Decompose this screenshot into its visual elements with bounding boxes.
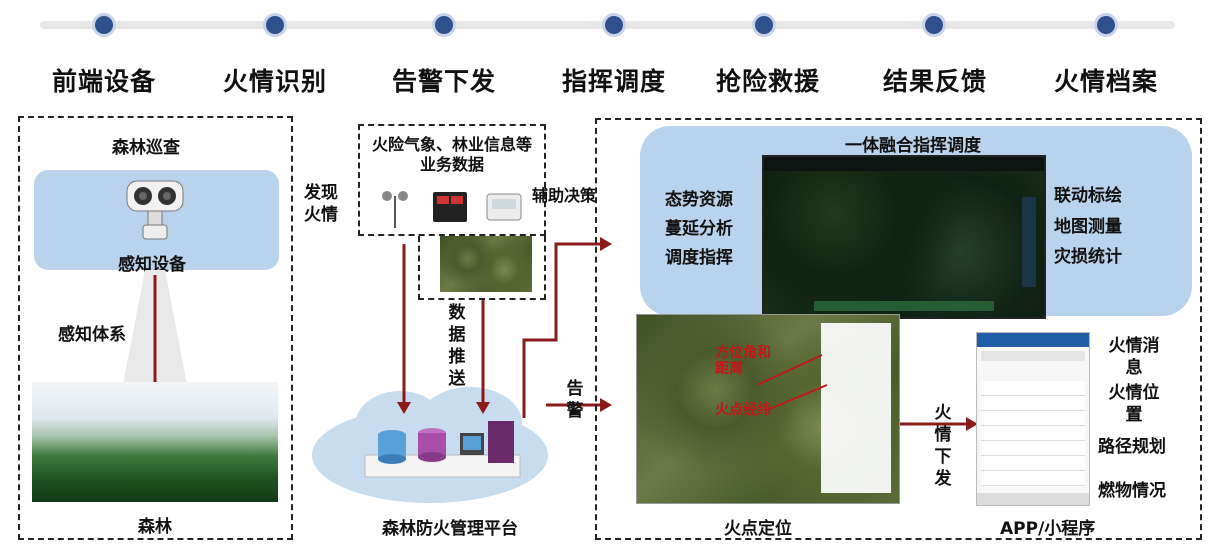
stage-label: 指挥调度: [561, 67, 667, 96]
timeline-dot: [925, 16, 943, 34]
app-feature-label: 火情消息: [1108, 336, 1160, 378]
phone-search: [981, 351, 1085, 361]
phone-list: [981, 381, 1085, 487]
fire-locate-map: 方位角和距离 火点经纬: [636, 314, 900, 504]
camera-icon: [126, 180, 184, 240]
fire-send-label: 火情下发: [934, 403, 952, 489]
timeline-dot: [1097, 16, 1115, 34]
left-panel: [18, 116, 293, 540]
forest-image: [32, 382, 278, 502]
feature-label: 调度指挥: [665, 248, 733, 268]
stage-label: 抢险救援: [715, 67, 821, 96]
feature-label: 联动标绘: [1054, 186, 1122, 206]
command-map: [762, 155, 1046, 319]
forest-label: 森林: [138, 517, 172, 537]
phone-tabbar: [977, 493, 1089, 505]
app-feature-label: 燃物情况: [1098, 481, 1166, 501]
map-arrows: [756, 354, 828, 411]
stage-label: 火情识别: [222, 67, 328, 96]
patrol-title: 森林巡查: [112, 138, 180, 158]
feature-label: 态势资源: [665, 190, 733, 210]
right-panel: [595, 118, 1202, 540]
phone-header: [977, 333, 1089, 347]
stage-label: 告警下发: [391, 67, 497, 96]
alert-list-panel: [821, 323, 891, 493]
map-bottom-bar: [814, 301, 994, 311]
stage-label: 结果反馈: [882, 67, 988, 96]
command-title: 一体融合指挥调度: [845, 136, 981, 156]
feature-label: 蔓延分析: [665, 219, 733, 239]
feature-label: 地图测量: [1054, 217, 1122, 237]
timeline-dot: [95, 16, 113, 34]
stage-label: 火情档案: [1053, 67, 1159, 96]
timeline-dot: [605, 16, 623, 34]
app-label: APP/小程序: [1000, 519, 1096, 539]
platform-label: 森林防火管理平台: [382, 519, 518, 539]
map-annotation: 火点经纬: [715, 402, 771, 418]
fire-locate-label: 火点定位: [724, 519, 792, 539]
stage-label: 前端设备: [51, 67, 157, 96]
decision-label: 辅助决策: [532, 186, 597, 205]
feature-label: 灾损统计: [1054, 247, 1122, 267]
map-annotation: 方位角和距离: [715, 345, 771, 377]
data-title: 火险气象、林业信息等业务数据: [372, 135, 533, 174]
timeline-dot: [266, 16, 284, 34]
sensor-icons: [382, 191, 522, 228]
alarm-label: 告警: [566, 379, 584, 421]
data-box: [358, 124, 546, 236]
map-toolbar: [1022, 197, 1036, 287]
app-feature-label: 路径规划: [1098, 437, 1166, 457]
device-label: 感知设备: [118, 255, 186, 275]
imagery-box: [418, 236, 546, 300]
cloud-platform: [312, 387, 548, 503]
timeline-dot: [755, 16, 773, 34]
terrain-image: [440, 236, 532, 292]
map-header: [764, 157, 1044, 171]
phone-screen: [976, 332, 1090, 506]
app-feature-label: 火情位置: [1108, 383, 1160, 425]
discover-label: 发现火情: [304, 183, 338, 225]
timeline-dot: [435, 16, 453, 34]
push-label: 数据推送: [448, 303, 466, 389]
system-label: 感知体系: [58, 325, 126, 345]
